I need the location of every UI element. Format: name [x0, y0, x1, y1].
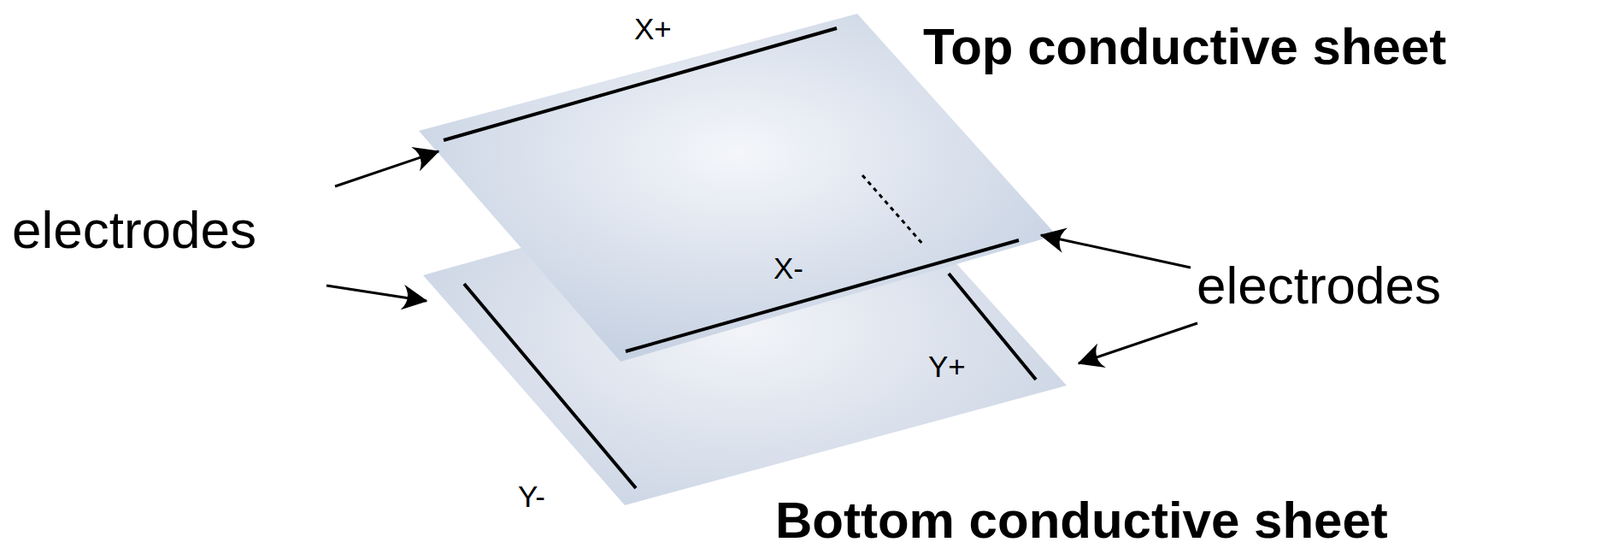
x-minus-electrode — [625, 240, 1019, 352]
part-label: electrodes — [1196, 258, 1442, 312]
leader-arrow — [326, 285, 427, 301]
leader-arrow — [1078, 323, 1198, 364]
signal-name: Y- — [517, 481, 546, 512]
signal-name: X- — [773, 252, 804, 283]
leader-arrow — [335, 151, 439, 187]
part-label: electrodes — [11, 203, 257, 257]
sheet-title: Top conductive sheet — [923, 21, 1447, 73]
x-plus-electrode — [443, 28, 837, 141]
hidden-edge — [862, 175, 924, 246]
signal-name: X+ — [634, 13, 672, 44]
signal-name: Y+ — [928, 351, 966, 382]
leader-arrow — [1041, 235, 1191, 268]
sheet-title: Bottom conductive sheet — [775, 494, 1389, 547]
